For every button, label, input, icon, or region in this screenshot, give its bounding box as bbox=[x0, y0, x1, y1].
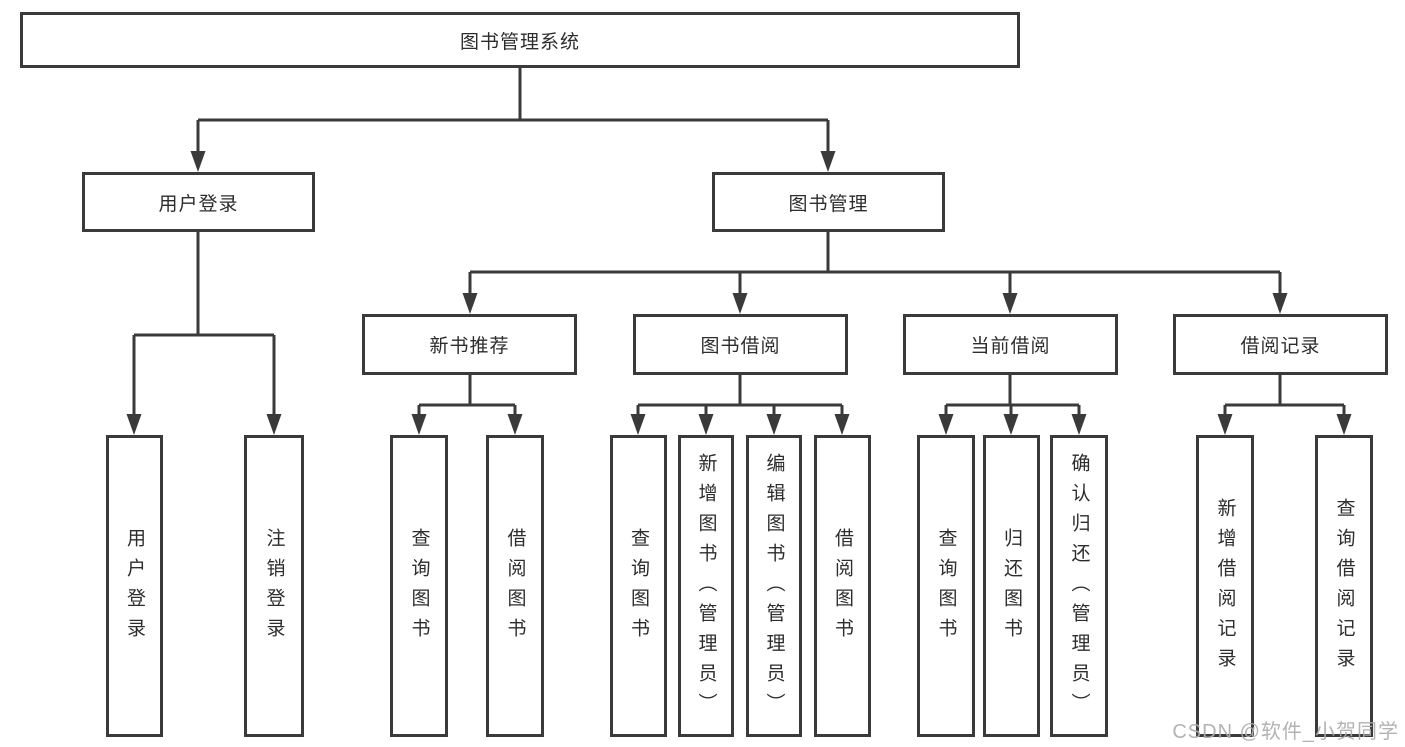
leaf-query-books-recommend: 查询图书 bbox=[390, 435, 448, 737]
drops-level2 bbox=[196, 120, 830, 158]
arrowhead bbox=[190, 151, 206, 172]
arrowhead bbox=[411, 414, 427, 435]
leaf-confirm-return-admin: 确认归还（管理员） bbox=[1050, 435, 1108, 737]
leaf-edit-books-admin: 编辑图书（管理员） bbox=[746, 435, 802, 737]
node-borrow-record: 借阅记录 bbox=[1173, 314, 1388, 375]
node-user-login: 用户登录 bbox=[82, 172, 315, 232]
leaf-user-login: 用户登录 bbox=[106, 435, 163, 737]
node-current-borrow: 当前借阅 bbox=[903, 314, 1118, 375]
leaf-add-books-admin: 新增图书（管理员） bbox=[678, 435, 734, 737]
arrowhead bbox=[630, 414, 646, 435]
arrowhead bbox=[1002, 293, 1018, 314]
drops-level3 bbox=[468, 272, 1282, 300]
leaf-query-books-borrow: 查询图书 bbox=[610, 435, 667, 737]
arrowhead bbox=[698, 414, 714, 435]
drops-leaves bbox=[417, 405, 1346, 421]
leaf-add-borrow-record: 新增借阅记录 bbox=[1196, 435, 1254, 737]
node-root-library-system: 图书管理系统 bbox=[20, 12, 1020, 68]
node-book-management: 图书管理 bbox=[712, 172, 945, 232]
arrowhead bbox=[938, 414, 954, 435]
arrowhead bbox=[462, 293, 478, 314]
leaf-query-borrow-record: 查询借阅记录 bbox=[1315, 435, 1373, 737]
arrowhead bbox=[126, 414, 142, 435]
arrowhead bbox=[507, 414, 523, 435]
leaf-borrow-books-recommend: 借阅图书 bbox=[486, 435, 544, 737]
arrowhead bbox=[834, 414, 850, 435]
arrowhead bbox=[1071, 414, 1087, 435]
arrowhead bbox=[732, 293, 748, 314]
node-book-borrow: 图书借阅 bbox=[633, 314, 848, 375]
arrowhead bbox=[820, 151, 836, 172]
arrowhead bbox=[1217, 414, 1233, 435]
arrowhead bbox=[1336, 414, 1352, 435]
drops-user-login bbox=[132, 335, 276, 421]
arrowhead bbox=[266, 414, 282, 435]
arrowhead bbox=[1003, 414, 1019, 435]
leaf-logout: 注销登录 bbox=[244, 435, 304, 737]
arrowheads bbox=[126, 151, 1352, 435]
csdn-watermark: CSDN @软件_小贺同学 bbox=[1172, 721, 1399, 743]
leaf-borrow-books: 借阅图书 bbox=[814, 435, 871, 737]
arrowhead bbox=[766, 414, 782, 435]
leaf-return-books: 归还图书 bbox=[983, 435, 1040, 737]
node-new-book-recommend: 新书推荐 bbox=[362, 314, 577, 375]
arrowhead bbox=[1272, 293, 1288, 314]
leaf-query-books-current: 查询图书 bbox=[917, 435, 975, 737]
